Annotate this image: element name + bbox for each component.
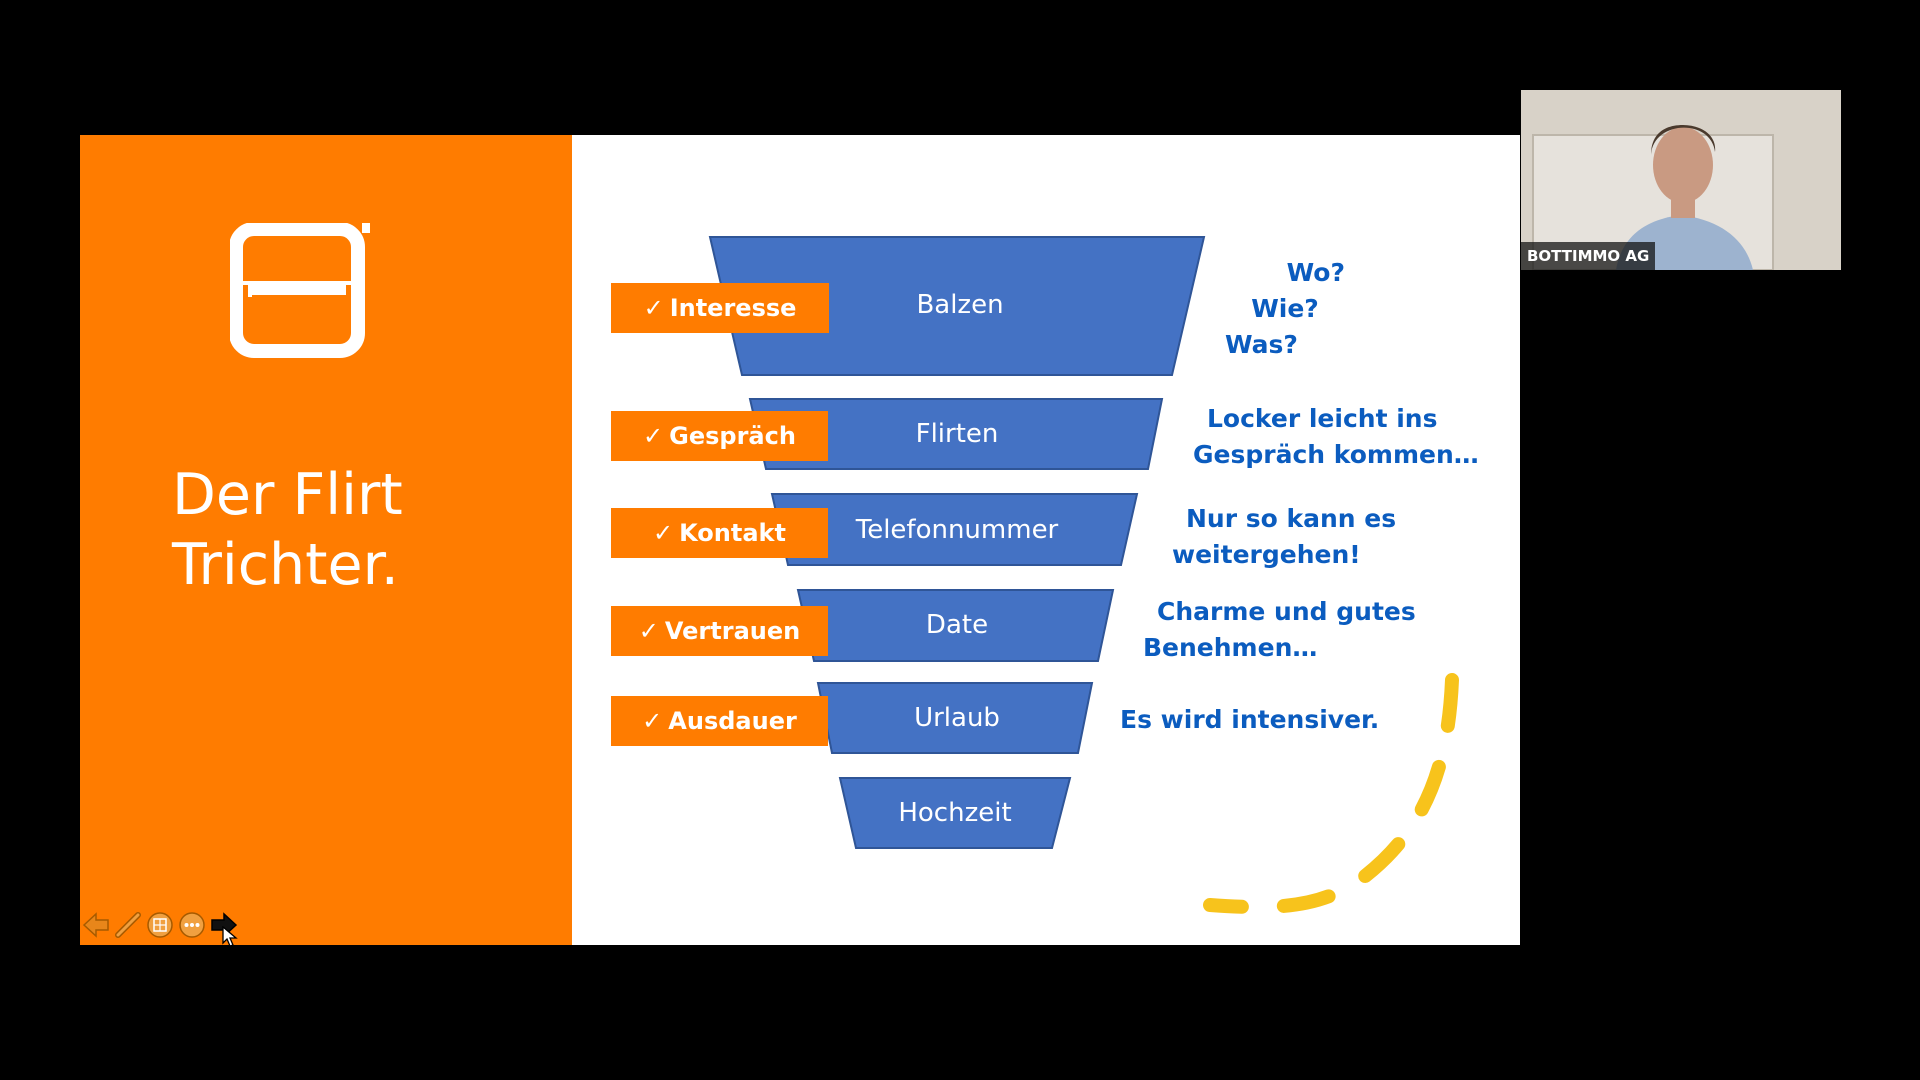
slide-title-line-1: Der Flirt (172, 462, 403, 528)
note-flirten-line-2: Gespräch kommen… (1193, 440, 1479, 469)
funnel-stage-date: Date (925, 610, 989, 640)
note-balzen-line-3: Was? (1225, 330, 1298, 359)
label-gespraech: ✓ Gespräch (611, 411, 828, 461)
check-icon: ✓ (642, 707, 663, 735)
check-icon: ✓ (638, 617, 659, 645)
note-urlaub: Es wird intensiver. (1120, 702, 1379, 738)
note-date: Charme und gutes Benehmen… (1143, 594, 1416, 666)
slides-grid-icon[interactable] (144, 909, 176, 941)
label-vertrauen-text: Vertrauen (664, 617, 801, 645)
decorative-dashed-arc (1203, 673, 1459, 914)
label-gespraech-text: Gespräch (669, 422, 796, 450)
note-balzen-line-1: Wo? (1286, 258, 1345, 287)
check-icon: ✓ (653, 519, 674, 547)
note-flirten: Locker leicht ins Gespräch kommen… (1193, 401, 1479, 473)
note-balzen-line-2: Wie? (1251, 294, 1319, 323)
check-icon: ✓ (643, 422, 664, 450)
label-ausdauer: ✓ Ausdauer (611, 696, 828, 746)
funnel-stage-flirten: Flirten (915, 419, 999, 449)
note-urlaub-line-1: Es wird intensiver. (1120, 705, 1380, 734)
funnel-stage-urlaub: Urlaub (914, 703, 1000, 733)
funnel-stage-telefonnummer: Telefonnummer (855, 515, 1059, 545)
more-options-icon[interactable] (176, 909, 208, 941)
bottimmo-logo (229, 222, 372, 367)
note-balzen: Wo? Wie? Was? (1225, 255, 1345, 363)
presentation-slide: Der Flirt Trichter. Balzen Flirten Telef… (80, 135, 1520, 945)
pen-icon[interactable] (112, 909, 144, 941)
check-icon: ✓ (643, 294, 664, 322)
label-ausdauer-text: Ausdauer (668, 707, 797, 735)
funnel-stage-hochzeit-shape (838, 777, 1072, 849)
label-interesse: ✓ Interesse (611, 283, 829, 333)
funnel-stage-balzen: Balzen (916, 290, 1004, 320)
note-telefonnummer: Nur so kann es weitergehen! (1172, 501, 1396, 573)
slide-left-panel: Der Flirt Trichter. (80, 135, 572, 945)
funnel-chart (708, 236, 1459, 914)
label-kontakt: ✓ Kontakt (611, 508, 828, 558)
label-interesse-text: Interesse (669, 294, 797, 322)
arrow-left-icon[interactable] (80, 909, 112, 941)
label-vertrauen: ✓ Vertrauen (611, 606, 828, 656)
note-telefonnummer-line-1: Nur so kann es (1186, 504, 1397, 533)
mouse-cursor-icon (222, 925, 238, 952)
note-flirten-line-1: Locker leicht ins (1207, 404, 1438, 433)
note-date-line-2: Benehmen… (1143, 633, 1318, 662)
webcam-video[interactable]: BOTTIMMO AG (1521, 90, 1841, 270)
label-kontakt-text: Kontakt (679, 519, 786, 547)
note-date-line-1: Charme und gutes (1157, 597, 1416, 626)
note-telefonnummer-line-2: weitergehen! (1172, 540, 1361, 569)
funnel-stage-hochzeit: Hochzeit (898, 798, 1012, 828)
slide-title: Der Flirt Trichter. (172, 460, 552, 600)
slide-title-line-2: Trichter. (172, 532, 399, 598)
presentation-toolbar (80, 908, 240, 942)
participant-name-tag: BOTTIMMO AG (1521, 242, 1656, 270)
